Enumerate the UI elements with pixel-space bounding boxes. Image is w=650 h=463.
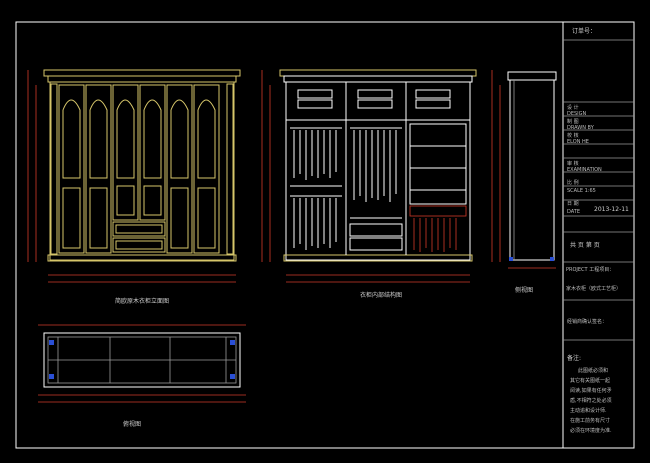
drawing-border [15,21,635,449]
project-value: 家木衣柜（欧式工艺柜） [566,285,621,292]
review-en: EXAMINATION [567,167,602,173]
side-view: 侧视图 [491,70,557,294]
design-label: 设 计 [567,104,579,111]
date-value: 2013-12-11 [594,206,629,213]
notes-title: 备注: [567,354,581,362]
check-en: ELON HE [567,139,589,145]
scale-value: SCALE 1:65 [567,188,596,194]
pages-label: 共 页 第 页 [570,241,600,249]
side-view-title: 侧视图 [515,286,533,294]
date-en: DATE [567,209,580,215]
check-label: 校 核 [567,132,579,139]
inner-structure-view: 衣柜内部结构图 [261,69,477,299]
notes-body: 此图纸必须和 其它有关图纸一起 阅读,如果有任何矛 盾,不相符之处必须 主动追和… [570,367,612,434]
date-label: 日 期 [567,201,579,207]
top-view-title: 俯视图 [123,420,141,428]
review-label: 审 核 [567,160,579,167]
front-elevation: 简欧原木衣柜立面图 [27,69,241,305]
project-label: PROJECT 工程项目： [566,266,614,273]
notes-line: 在施工前务有尺寸 [570,417,610,424]
notes-line: 此图纸必须和 [578,367,608,374]
notes-line: 阅读,如果有任何矛 [570,387,612,394]
customer-confirm: 经销商确认签名： [567,318,607,325]
design-en: DESIGN [567,111,587,117]
drawn-label: 制 图 [567,118,579,125]
notes-line: 主动追和设计师. [570,407,607,414]
title-block-grid [563,39,634,341]
notes-line: 盾,不相符之处必须 [570,397,612,404]
scale-label: 比 例 [567,179,579,186]
notes-line: 必须在环境度为准. [570,427,612,434]
drawn-en: DRAWN BY [567,125,595,131]
order-no-label: 订单号： [572,27,596,35]
inner-view-title: 衣柜内部结构图 [360,291,402,299]
notes-line: 其它有关图纸一起 [570,377,610,384]
top-view: 俯视图 [38,324,246,428]
title-block [562,21,635,449]
front-view-title: 简欧原木衣柜立面图 [115,297,169,305]
